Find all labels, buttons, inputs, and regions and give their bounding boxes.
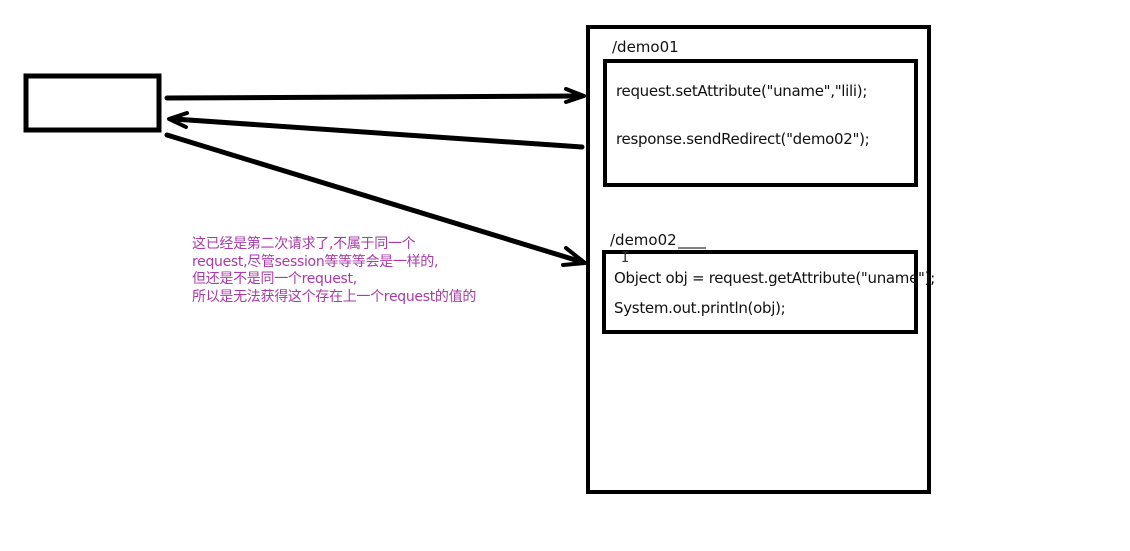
demo01-code-line-2: response.sendRedirect("demo02"); [616, 130, 870, 148]
demo02-code-line-1: Object obj = request.getAttribute("uname… [614, 269, 935, 287]
client-box [23, 73, 162, 133]
demo01-code-line-1: request.setAttribute("uname","lili); [616, 82, 868, 100]
text-cursor-icon: I [621, 250, 630, 266]
arrow-request-demo01 [164, 87, 586, 104]
demo01-title: /demo01 [612, 38, 679, 56]
note-line-1: 这已经是第二次请求了,不属于同一个 [192, 236, 416, 252]
note-line-4: 所以是无法获得这个存在上一个request的值的 [192, 288, 477, 305]
demo02-code-box [602, 250, 918, 334]
arrow-request-demo02 [164, 132, 587, 267]
note-line-3: 但还是不是同一个request, [192, 271, 357, 287]
server-box [586, 25, 931, 494]
arrow-redirect-response [167, 111, 585, 150]
demo01-code-box [603, 59, 918, 187]
note-line-2: request,尽管session等等等会是一样的, [192, 253, 439, 270]
explanation-note: 这已经是第二次请求了,不属于同一个 request,尽管session等等等会是… [192, 236, 476, 306]
demo02-code-line-2: System.out.println(obj); [614, 299, 786, 317]
demo02-title: /demo02 [610, 231, 677, 249]
